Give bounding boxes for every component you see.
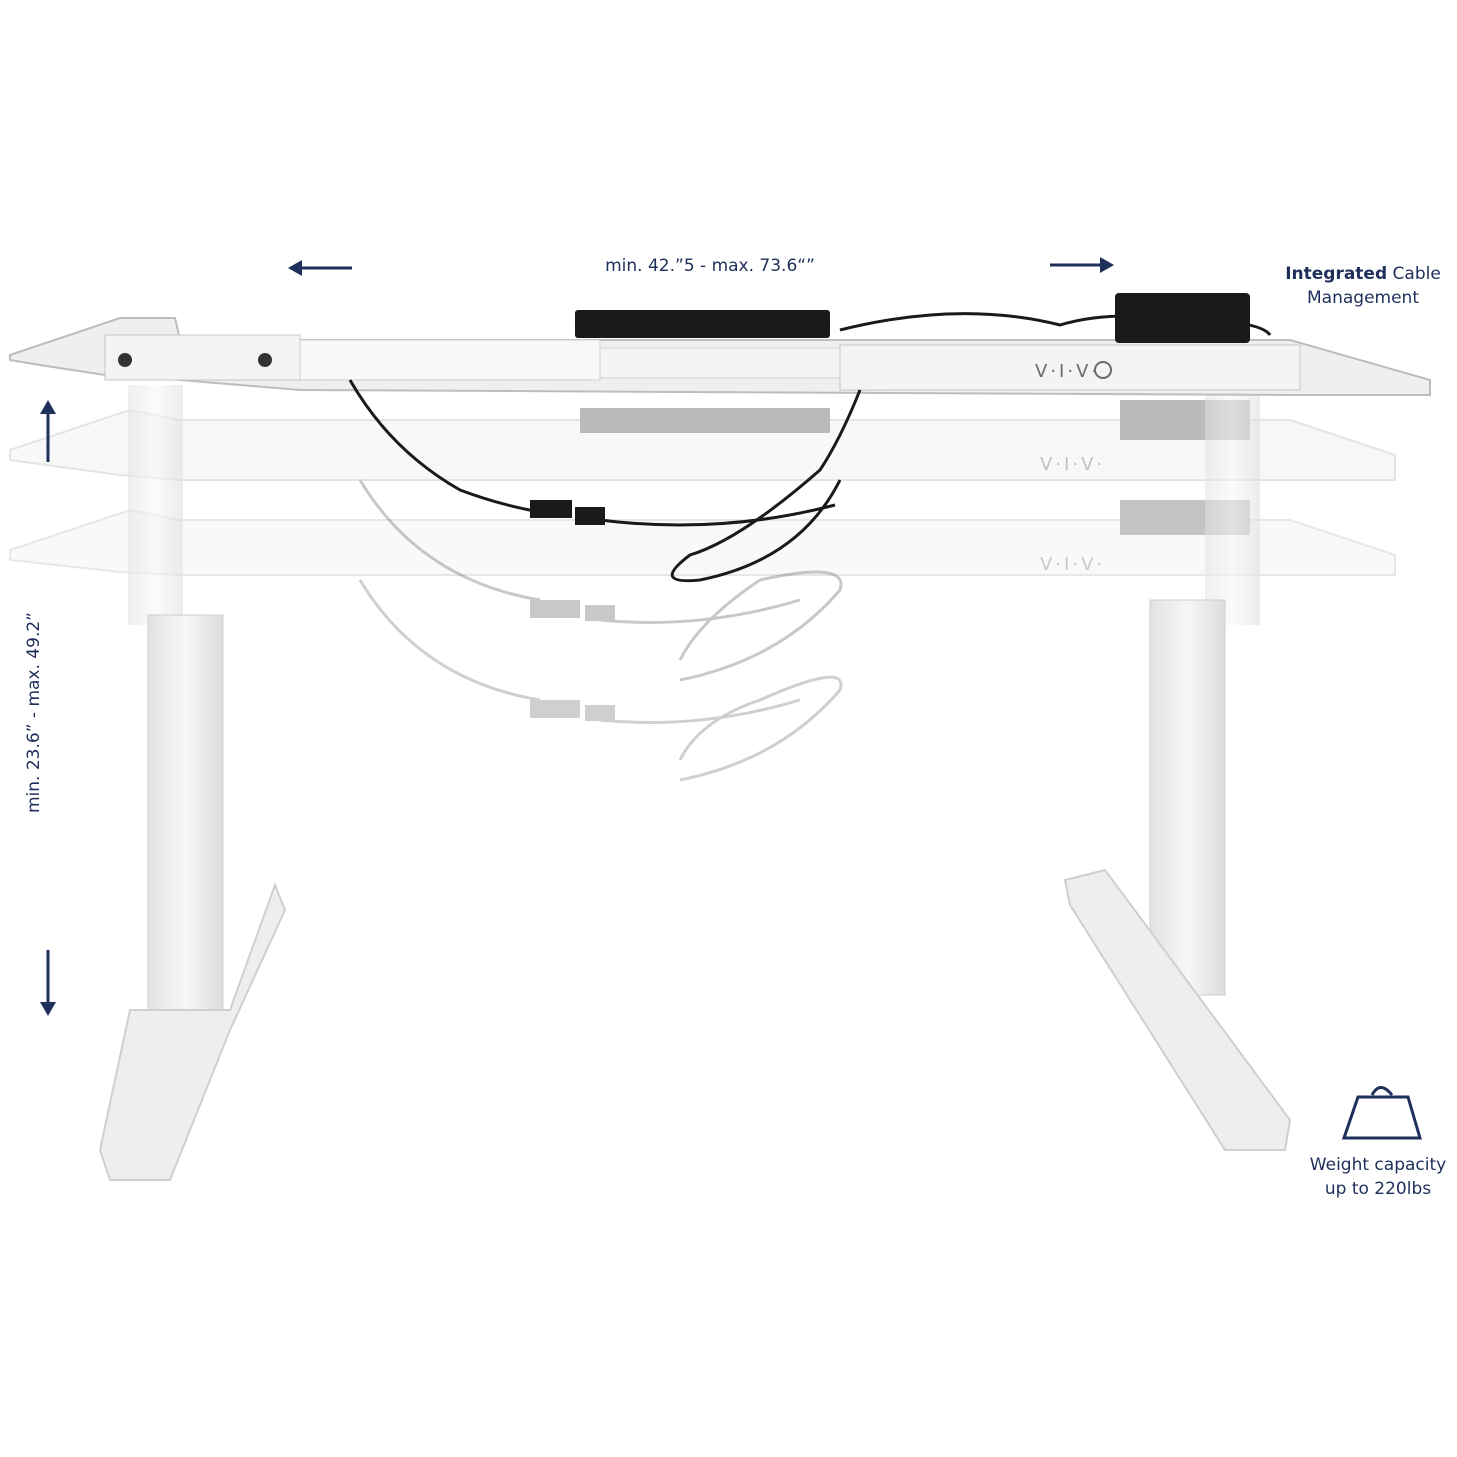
right-leg <box>1063 385 1292 1151</box>
weight-line-2: up to 220lbs <box>1324 1179 1432 1199</box>
frame-top-position: V·I·V· <box>9 293 1431 583</box>
arrow-up-icon <box>40 400 56 462</box>
left-leg <box>98 385 287 1181</box>
weight-icon <box>1341 1086 1423 1140</box>
svg-text:V·I·V·: V·I·V· <box>1040 454 1105 475</box>
arrow-right-icon <box>1050 257 1114 273</box>
arrow-down-icon <box>40 950 56 1016</box>
weight-line-1: Weight capacity <box>1309 1155 1447 1175</box>
weight-capacity-label: Weight capacity up to 220lbs <box>1298 1153 1457 1201</box>
cable-management-text: Cable Management <box>1307 264 1441 308</box>
width-range-label: min. 42.”5 - max. 73.6“” <box>605 256 815 276</box>
svg-text:V·I·V·: V·I·V· <box>1040 554 1105 575</box>
height-range-label: min. 23.6” - max. 49.2” <box>24 612 44 813</box>
cable-management-bold: Integrated <box>1285 264 1388 284</box>
cable-management-label: Integrated Cable Management <box>1258 262 1457 310</box>
arrow-left-icon <box>288 260 352 276</box>
brand-logo: V·I·V· <box>1035 361 1100 382</box>
